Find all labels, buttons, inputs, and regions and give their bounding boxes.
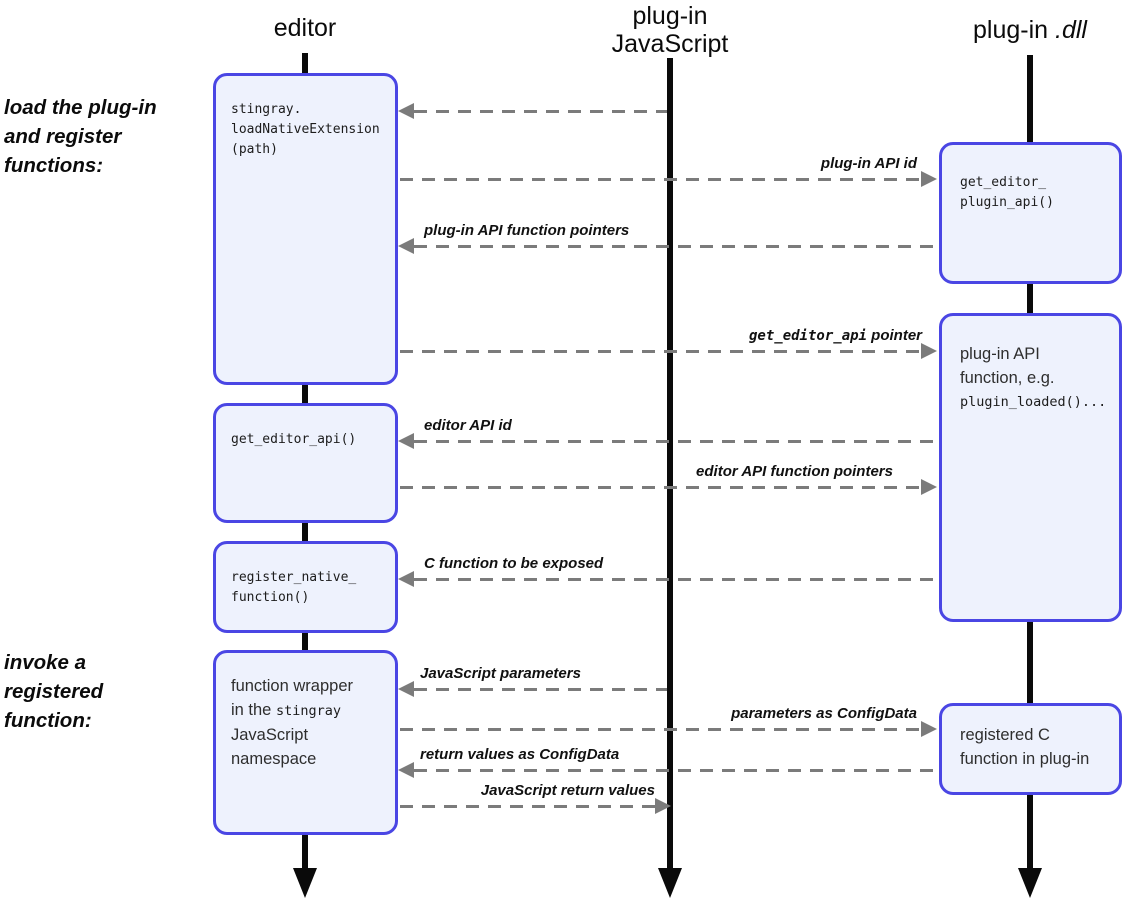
message-line-get-editor-api-pointer: [400, 350, 921, 353]
dll-title-text: plug-in: [973, 16, 1056, 44]
arrowhead-left-icon: [398, 762, 414, 778]
text-line: in the stingray: [231, 698, 381, 723]
arrowhead-right-icon: [655, 798, 671, 814]
box-plugin-api-function: plug-in API function, e.g. plugin_loaded…: [939, 313, 1122, 622]
code-line: (path): [231, 142, 278, 157]
arrowhead-left-icon: [398, 103, 414, 119]
arrowhead-left-icon: [398, 571, 414, 587]
label-code-part: get_editor_api: [748, 328, 867, 344]
load-label-line3: functions:: [4, 154, 104, 177]
text-line: registered C: [960, 726, 1050, 744]
lifeline-javascript: [667, 58, 673, 868]
message-label-c-function-exposed: C function to be exposed: [424, 555, 604, 572]
lifeline-header-dll: plug-in .dll: [920, 16, 1124, 44]
message-line-c-function-exposed: [414, 578, 939, 581]
text-part: in the: [231, 701, 276, 719]
section-label-load: load the plug-in and register functions:: [4, 93, 157, 180]
lifeline-arrow-editor-icon: [293, 868, 317, 898]
code-line: plugin_api(): [960, 195, 1054, 210]
box-register-native-function: register_native_ function(): [213, 541, 398, 633]
text-line: plug-in API: [960, 345, 1040, 363]
box-function-wrapper: function wrapper in the stingray JavaScr…: [213, 650, 398, 835]
message-label-plugin-api-id: plug-in API id: [820, 155, 917, 172]
invoke-label-line1: invoke a: [4, 651, 87, 674]
box-get-editor-api: get_editor_api(): [213, 403, 398, 523]
message-line-plugin-api-id: [400, 178, 921, 181]
arrowhead-left-icon: [398, 238, 414, 254]
editor-title: editor: [273, 14, 337, 42]
load-label-line2: and register: [4, 125, 122, 148]
message-line-return-configdata: [414, 769, 939, 772]
message-label-return-configdata: return values as ConfigData: [420, 746, 620, 763]
code-line: loadNativeExtension: [231, 122, 380, 137]
load-label-line1: load the plug-in: [4, 96, 157, 119]
message-label-parameters-configdata: parameters as ConfigData: [731, 705, 917, 722]
invoke-label-line3: function:: [4, 709, 92, 732]
code-part: stingray: [275, 703, 341, 719]
code-line: get_editor_api(): [231, 432, 357, 447]
message-line-editor-api-id: [414, 440, 939, 443]
text-line: JavaScript: [231, 726, 309, 744]
box-registered-c-function: registered C function in plug-in: [939, 703, 1122, 795]
text-line: function, e.g.: [960, 369, 1055, 387]
arrowhead-left-icon: [398, 433, 414, 449]
arrowhead-left-icon: [398, 681, 414, 697]
lifeline-header-editor: editor: [195, 14, 415, 42]
lifeline-header-javascript: plug-in JavaScript: [560, 2, 780, 58]
arrowhead-right-icon: [921, 479, 937, 495]
message-label-js-return-values: JavaScript return values: [480, 782, 655, 799]
message-line-plugin-api-pointers: [414, 245, 939, 248]
js-title-line1: plug-in: [632, 2, 708, 30]
text-line: function in plug-in: [960, 750, 1090, 768]
message-label-editor-api-pointers: editor API function pointers: [696, 463, 893, 480]
code-line: register_native_: [231, 570, 357, 585]
arrowhead-right-icon: [921, 171, 937, 187]
message-line-load-extension: [414, 110, 667, 113]
text-line: function wrapper: [231, 677, 353, 695]
message-line-js-return-values: [400, 805, 655, 808]
code-line: get_editor_: [960, 175, 1047, 190]
box-get-editor-plugin-api: get_editor_ plugin_api(): [939, 142, 1122, 284]
arrowhead-right-icon: [921, 343, 937, 359]
box-load-native-extension: stingray. loadNativeExtension (path): [213, 73, 398, 385]
code-line: stingray.: [231, 102, 302, 117]
message-label-get-editor-api-pointer: get_editor_api pointer: [749, 327, 922, 344]
label-text-part: pointer: [867, 327, 922, 344]
js-title-line2: JavaScript: [611, 30, 729, 58]
lifeline-arrow-dll-icon: [1018, 868, 1042, 898]
section-label-invoke: invoke a registered function:: [4, 648, 103, 735]
code-line: plugin_loaded()...: [960, 394, 1107, 410]
arrowhead-right-icon: [921, 721, 937, 737]
text-line: namespace: [231, 750, 317, 768]
code-line: function(): [231, 590, 310, 605]
message-line-parameters-configdata: [400, 728, 921, 731]
message-label-plugin-api-pointers: plug-in API function pointers: [424, 222, 630, 239]
lifeline-arrow-javascript-icon: [658, 868, 682, 898]
message-label-editor-api-id: editor API id: [424, 417, 512, 434]
message-line-js-parameters: [414, 688, 667, 691]
message-line-editor-api-pointers: [400, 486, 921, 489]
invoke-label-line2: registered: [4, 680, 104, 703]
dll-title-italic: .dll: [1055, 16, 1087, 44]
message-label-js-parameters: JavaScript parameters: [420, 665, 581, 682]
